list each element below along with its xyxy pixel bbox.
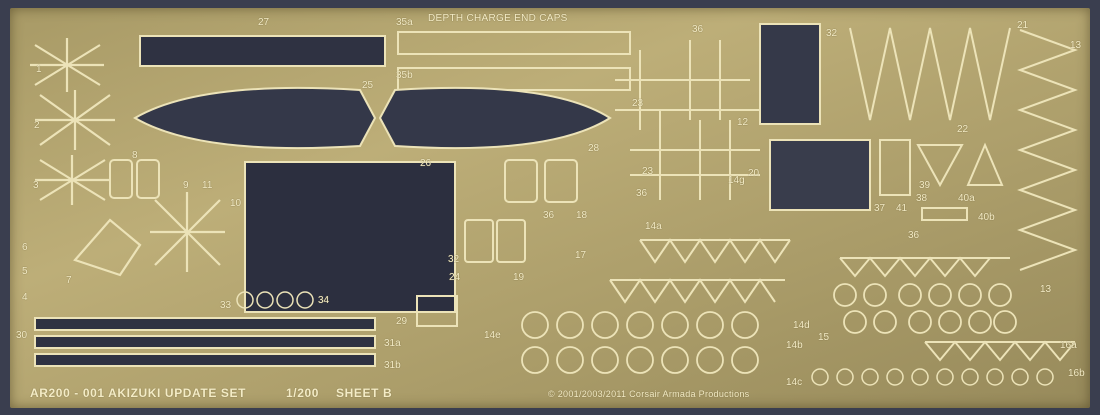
part-number: 2 — [34, 120, 40, 131]
part-number: 30 — [16, 330, 28, 341]
door-parts — [109, 159, 578, 327]
part-number: 28 — [588, 143, 600, 154]
part-number: 29 — [396, 316, 408, 327]
part-number: 4 — [22, 292, 28, 303]
part-27-ladder — [139, 35, 386, 67]
part-number: 40b — [978, 212, 995, 223]
part-14-wheels — [521, 283, 1017, 374]
part-number: 37 — [874, 203, 886, 214]
copyright-label: © 2001/2003/2011 Corsair Armada Producti… — [548, 389, 750, 399]
part-number: 19 — [513, 272, 525, 283]
part-number: 3 — [33, 180, 39, 191]
part-23-frames — [615, 40, 760, 200]
part-number: 36 — [543, 210, 555, 221]
part-number: 27 — [258, 17, 270, 28]
part-number: 35a — [396, 17, 413, 28]
part-30-ladders — [34, 317, 376, 367]
part-number: 23 — [632, 98, 644, 109]
part-number: 32 — [826, 28, 838, 39]
part-number: 31b — [384, 360, 401, 371]
part-number: 17 — [575, 250, 587, 261]
depth-charge-caps — [397, 31, 631, 91]
part-number: 11 — [202, 180, 213, 191]
part-number: 35b — [396, 70, 413, 81]
part-number: 1 — [36, 64, 42, 75]
part-number: 22 — [957, 124, 969, 135]
set-label: AR200 - 001 AKIZUKI UPDATE SET — [30, 386, 247, 400]
part-number: 20 — [748, 168, 760, 179]
part-number: 18 — [576, 210, 588, 221]
part-number: 21 — [1017, 20, 1029, 31]
part-number: 33 — [220, 300, 232, 311]
depth-charge-end-caps-label: DEPTH CHARGE END CAPS — [428, 13, 568, 24]
part-number: 31a — [384, 338, 401, 349]
part-number: 7 — [66, 275, 72, 286]
part-number: 12 — [737, 117, 749, 128]
sheet-label: SHEET B — [336, 386, 393, 400]
part-number: 39 — [919, 180, 931, 191]
part-number: 14a — [645, 221, 662, 232]
part-number: 36 — [636, 188, 648, 199]
part-number: 15 — [818, 332, 830, 343]
part-number: 16b — [1068, 368, 1085, 379]
part-number: 34 — [318, 295, 330, 306]
part-number: 38 — [916, 193, 928, 204]
part-number: 9 — [183, 180, 189, 191]
part-14-triangle-strips — [609, 238, 1076, 362]
part-number: 6 — [22, 242, 28, 253]
part-number: 13 — [1070, 40, 1082, 51]
part-number: 32 — [448, 254, 460, 265]
part-number: 14d — [793, 320, 810, 331]
part-number: 8 — [132, 150, 138, 161]
part-number: 41 — [896, 203, 908, 214]
part-number: 13 — [1040, 284, 1052, 295]
part-number: 5 — [22, 266, 28, 277]
part-number: 25 — [362, 80, 374, 91]
part-26-grating — [244, 161, 456, 313]
part-number: 14b — [786, 340, 803, 351]
part-number: 14c — [786, 377, 803, 388]
part-number: 40a — [958, 193, 975, 204]
part-number: 16a — [1060, 340, 1077, 351]
part-number: 36 — [692, 24, 704, 35]
part-number: 14e — [484, 330, 501, 341]
part-25-boat — [133, 86, 377, 150]
part-number: 10 — [230, 198, 242, 209]
part-35b-boat — [378, 86, 612, 150]
part-32-railings — [759, 23, 1078, 271]
part-number: 24 — [449, 272, 461, 283]
left-star-parts — [30, 38, 225, 277]
scale-label: 1/200 — [286, 386, 320, 400]
part-number: 14g — [728, 175, 745, 186]
part-number: 36 — [908, 230, 920, 241]
part-number: 26 — [420, 158, 432, 169]
part-number: 23 — [642, 166, 654, 177]
part-36-rings — [236, 291, 1054, 386]
upper-right-parts — [879, 139, 1004, 221]
part-20-rack — [769, 139, 871, 211]
